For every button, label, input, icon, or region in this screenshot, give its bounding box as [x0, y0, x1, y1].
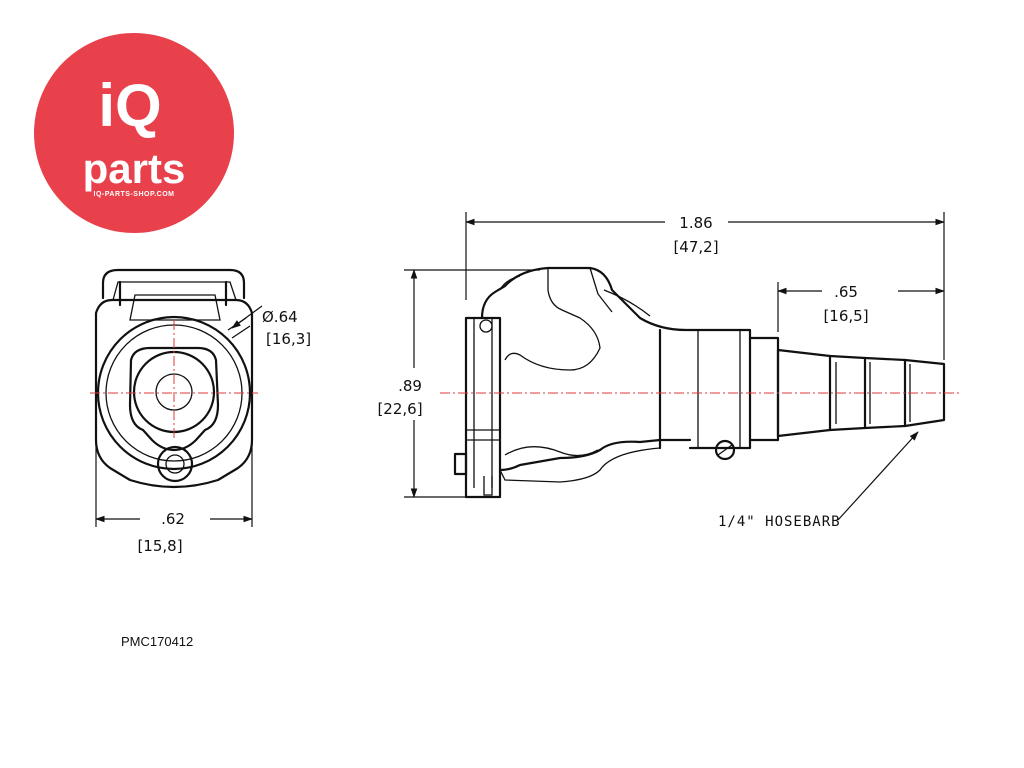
barb-length-in: .65: [834, 283, 858, 301]
brand-logo: iQ parts IQ-PARTS-SHOP.COM: [34, 33, 234, 233]
side-view: [440, 266, 960, 499]
barb-length-mm: [16,5]: [823, 307, 868, 325]
front-view: [90, 268, 258, 489]
side-height-mm: [22,6]: [377, 400, 422, 418]
side-length-mm: [47,2]: [673, 238, 718, 256]
front-diameter-mm: [16,3]: [266, 330, 311, 348]
front-diameter-dimension: Ø.64 [16,3]: [231, 305, 311, 348]
logo-website: IQ-PARTS-SHOP.COM: [94, 191, 175, 198]
hosebarb-callout: 1/4" HOSEBARB: [718, 431, 919, 530]
logo-brand-top: iQ: [98, 72, 161, 139]
side-height-dimension: .89 [22,6]: [377, 269, 540, 498]
side-length-dimension: 1.86 [47,2]: [465, 212, 945, 360]
front-diameter-in: Ø.64: [262, 308, 298, 326]
side-height-in: .89: [398, 377, 422, 395]
front-width-dimension: .62 [15,8]: [95, 440, 253, 555]
part-code: PMC170412: [121, 634, 194, 649]
front-width-mm: [15,8]: [137, 537, 182, 555]
side-length-in: 1.86: [679, 214, 712, 232]
logo-circle: [34, 33, 234, 233]
logo-brand-bottom: parts: [83, 145, 186, 192]
front-width-in: .62: [161, 510, 185, 528]
barb-length-dimension: .65 [16,5]: [777, 282, 945, 332]
hosebarb-label: 1/4" HOSEBARB: [718, 514, 841, 530]
